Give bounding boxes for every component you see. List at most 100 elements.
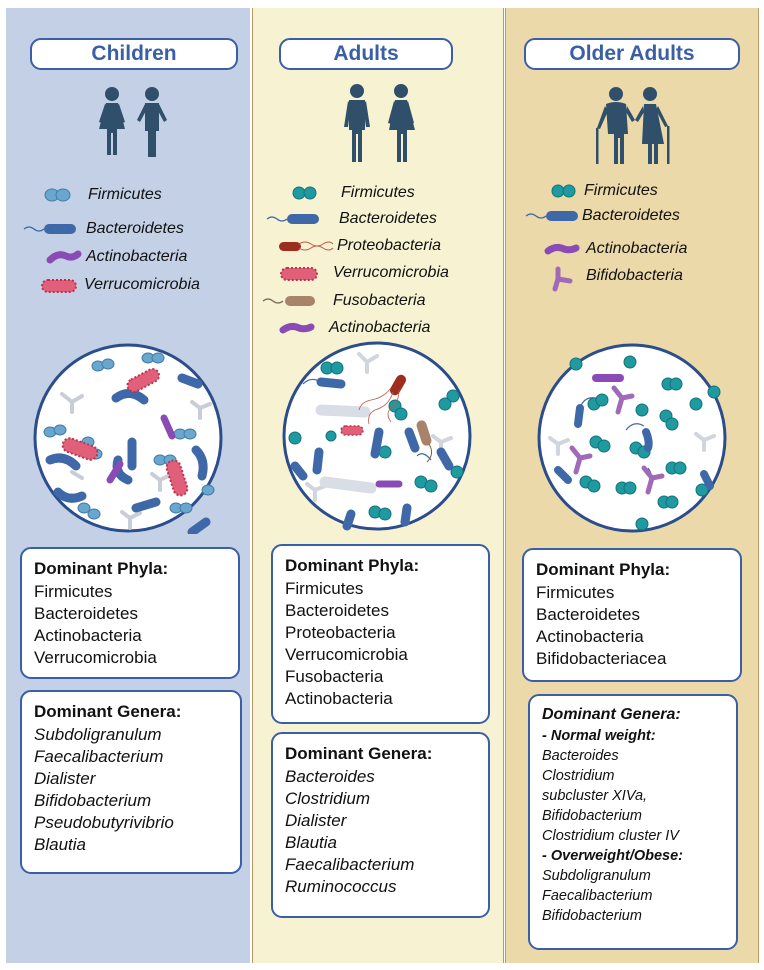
legend-item: Firmicutes [6,185,256,205]
phyla-item: Verrucomicrobia [34,648,157,667]
legend-item: Verrucomicrobia [6,275,256,295]
legend-label: Firmicutes [88,186,162,203]
phyla-item: Bacteroidetes [34,604,138,623]
adult-pair-icon [344,84,415,162]
phyla-item: Firmicutes [34,582,113,601]
adults-phyla-box: Dominant Phyla: Firmicutes Bacteroidetes… [271,544,490,724]
legend-item: Verrucomicrobia [253,263,503,283]
legend-item: Bacteroidetes [6,219,256,239]
genera-item: Subdoligranulum [34,725,162,744]
genera-item: Pseudobutyrivibrio [34,813,174,832]
actinobacteria-icon [279,322,315,334]
phyla-item: Firmicutes [285,579,364,598]
phyla-item: Bifidobacteriacea [536,649,667,668]
phyla-item: Actinobacteria [285,689,393,708]
adults-genera-box: Dominant Genera: Bacteroides Clostridium… [271,732,490,918]
children-panel: Children Firmicutes Bacteroidetes Actino… [6,8,250,963]
older-adults-microbiome-circle [537,343,727,533]
children-microbiome-circle [33,343,223,534]
legend-item: Bifidobacteria [506,266,756,292]
older-adults-genera-box: Dominant Genera: - Normal weight: Bacter… [528,694,738,950]
phyla-list: Firmicutes Bacteroidetes Proteobacteria … [285,578,476,710]
genera-item: Dialister [285,811,347,830]
older-adults-title: Older Adults [524,38,740,70]
bacteroidetes-icon [266,214,319,224]
genera-list: Subdoligranulum Faecalibacterium Dialist… [34,724,228,856]
genera-item: Blautia [285,833,337,852]
genera-item: Bifidobacterium [34,791,152,810]
genera-item: Blautia [34,835,86,854]
phyla-item: Actinobacteria [34,626,142,645]
bacteroidetes-icon [23,224,76,234]
legend-item: Bacteroidetes [253,209,503,229]
firmicutes-icon [551,184,576,198]
children-phyla-box: Dominant Phyla: Firmicutes Bacteroidetes… [20,547,240,679]
legend-label: Bacteroidetes [582,207,680,224]
phyla-item: Firmicutes [536,583,615,602]
genera-item: Clostridium cluster IV [542,828,679,844]
phyla-heading: Dominant Phyla: [285,556,420,575]
genera-heading: Dominant Genera: [542,706,681,723]
normal-weight-heading: - Normal weight: [542,728,656,744]
phyla-heading: Dominant Phyla: [34,559,169,578]
genera-item: Dialister [34,769,96,788]
firmicutes-icon [292,186,317,200]
actinobacteria-icon [46,250,82,264]
legend-label: Actinobacteria [586,240,688,257]
legend-label: Actinobacteria [86,248,188,265]
genera-item: Bifidobacterium [542,908,642,924]
phyla-item: Bacteroidetes [536,605,640,624]
normal-weight-list: Bacteroides Clostridium subcluster XIVa,… [542,746,724,846]
adults-panel: Adults Firmicutes Bacteroidetes Proteoba… [252,8,504,963]
genera-list: Bacteroides Clostridium Dialister Blauti… [285,766,476,898]
overweight-obese-list: Subdoligranulum Faecalibacterium Bifidob… [542,866,724,926]
legend-item: Actinobacteria [253,318,503,338]
genera-item: Faecalibacterium [542,888,653,904]
legend-item: Proteobacteria [253,236,503,256]
legend-label: Proteobacteria [337,237,442,254]
legend-label: Verrucomicrobia [333,264,449,281]
phyla-item: Actinobacteria [536,627,644,646]
verrucomicrobia-icon [41,279,77,293]
legend-item: Actinobacteria [6,247,256,267]
genera-item: subcluster XIVa, [542,788,648,804]
genera-item: Subdoligranulum [542,868,651,884]
children-title: Children [30,38,238,70]
genera-item: Faecalibacterium [34,747,164,766]
genera-item: Bacteroides [542,748,619,764]
proteobacteria-icon [279,241,334,251]
phyla-list: Firmicutes Bacteroidetes Actinobacteria … [34,581,226,669]
phyla-heading: Dominant Phyla: [536,560,671,579]
firmicutes-icon [44,188,71,202]
children-genera-box: Dominant Genera: Subdoligranulum Faecali… [20,690,242,874]
genera-item: Bacteroides [285,767,375,786]
older-adults-phyla-box: Dominant Phyla: Firmicutes Bacteroidetes… [522,548,742,682]
legend-label: Firmicutes [341,184,415,201]
legend-item: Bacteroidetes [506,206,756,226]
phyla-list: Firmicutes Bacteroidetes Actinobacteria … [536,582,728,670]
genera-item: Clostridium [285,789,371,808]
child-pair-icon [99,87,167,157]
genera-item: Faecalibacterium [285,855,415,874]
overweight-obese-heading: - Overweight/Obese: [542,848,684,864]
legend-label: Verrucomicrobia [84,276,200,293]
genera-item: Clostridium [542,768,615,784]
legend-label: Actinobacteria [329,319,431,336]
genera-heading: Dominant Genera: [34,702,182,721]
legend-label: Bacteroidetes [86,220,184,237]
adults-microbiome-circle [282,341,472,531]
fusobacteria-icon [262,296,315,306]
genera-heading: Dominant Genera: [285,744,433,763]
legend-label: Fusobacteria [333,292,426,309]
legend-label: Bacteroidetes [339,210,437,227]
genera-item: Ruminococcus [285,877,397,896]
phyla-item: Verrucomicrobia [285,645,408,664]
legend-label: Firmicutes [584,182,658,199]
bifidobacteria-icon [552,266,573,292]
bacteroidetes-icon [525,211,578,221]
phyla-item: Fusobacteria [285,667,384,686]
elderly-pair-icon [596,87,670,164]
verrucomicrobia-icon [280,267,318,281]
legend-label: Bifidobacteria [586,267,683,284]
genera-item: Bifidobacterium [542,808,642,824]
